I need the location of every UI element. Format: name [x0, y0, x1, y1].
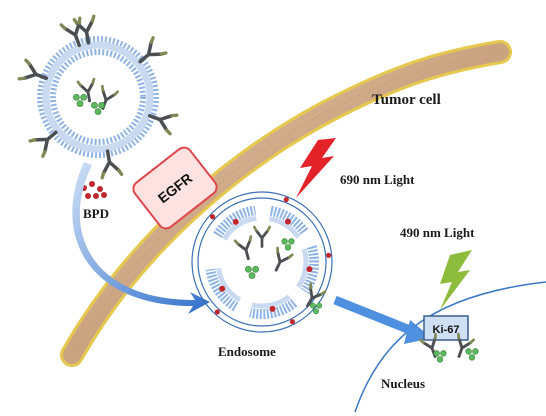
- antibody-icon: [72, 14, 96, 45]
- drug-cluster-icon: [73, 93, 87, 107]
- drug-cluster-icon: [91, 101, 105, 115]
- antibody-icon: [59, 16, 82, 48]
- drug-cluster-icon: [433, 350, 447, 363]
- drug-cluster-icon: [309, 302, 323, 315]
- drug-cluster-icon: [465, 348, 479, 361]
- liposome: [17, 14, 179, 180]
- antibody-icon: [76, 77, 96, 103]
- antibody-icon: [17, 58, 49, 81]
- antibody-icon: [100, 149, 124, 180]
- drug-cluster-icon: [245, 265, 259, 279]
- antibody-icon: [28, 130, 58, 158]
- egfr-receptor: [132, 146, 218, 230]
- bpd-label: BPD: [83, 206, 109, 221]
- light-490-label: 490 nm Light: [400, 225, 475, 240]
- ki67-box: [423, 315, 469, 341]
- ki67-label: Ki-67: [433, 324, 460, 336]
- drug-cluster-icon: [281, 238, 295, 251]
- tumor-cell-label: Tumor cell: [372, 92, 441, 108]
- nuclear-transport-arrow: [333, 295, 417, 337]
- antibody-icon: [233, 235, 253, 261]
- antibody-icon: [274, 246, 294, 272]
- nucleus-envelope: [354, 281, 546, 413]
- antibody-icon: [253, 225, 271, 248]
- endosome: [191, 191, 333, 333]
- light-690-label: 690 nm Light: [340, 172, 415, 187]
- endosome-label: Endosome: [218, 344, 276, 359]
- lightning-690-icon: [296, 138, 336, 198]
- antibody-icon: [306, 282, 327, 308]
- antibody-icon: [138, 36, 168, 64]
- bpd-molecules: [81, 181, 107, 199]
- uptake-arrow: [72, 162, 210, 314]
- lightning-490-icon: [440, 250, 472, 310]
- antibody-icon: [147, 113, 179, 136]
- tumor-cell-membrane: [60, 40, 512, 367]
- antibody-icon: [457, 332, 475, 358]
- nucleus-label: Nucleus: [381, 376, 425, 391]
